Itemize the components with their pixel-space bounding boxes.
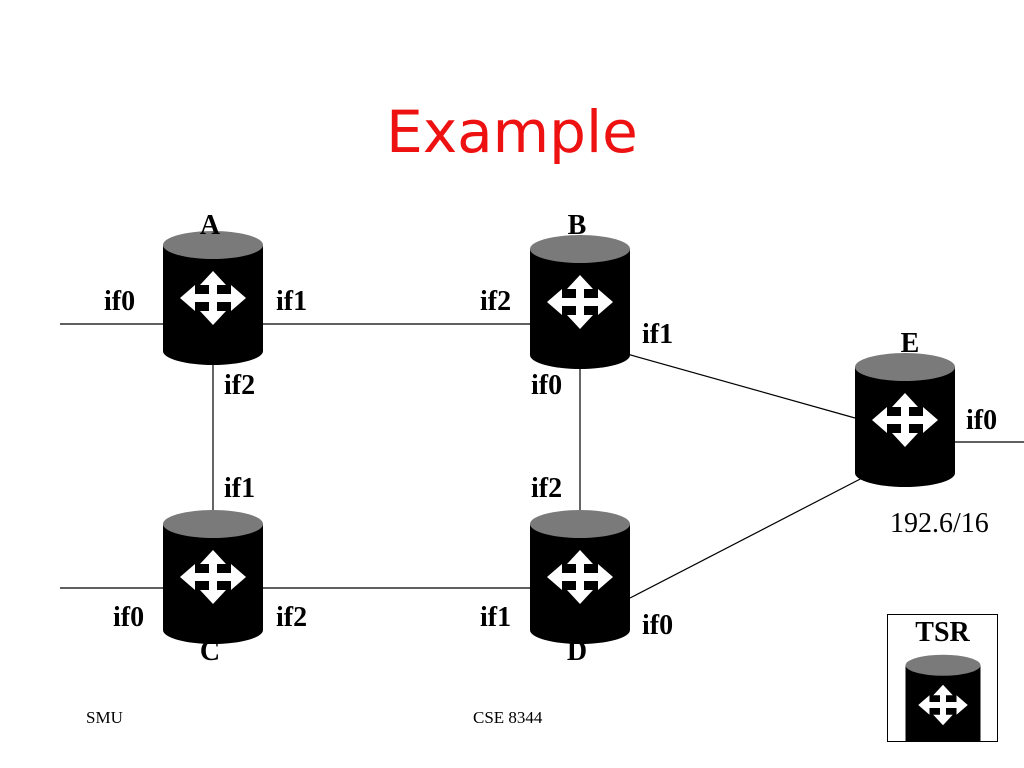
c-if1-label: if1 — [224, 473, 255, 504]
slide-title: Example — [386, 98, 638, 166]
b-if0-label: if0 — [531, 370, 562, 401]
a-if2-label: if2 — [224, 370, 255, 401]
link-d-e — [629, 474, 869, 599]
a-if1-label: if1 — [276, 286, 307, 317]
router-e-label: E — [901, 328, 920, 359]
router-d-label: D — [567, 636, 587, 667]
b-if1-label: if1 — [642, 319, 673, 350]
router-icon — [905, 654, 981, 741]
d-if0-label: if0 — [642, 610, 673, 641]
router-a-label: A — [200, 210, 221, 241]
footer-left: SMU — [86, 708, 123, 727]
legend-box: TSR — [887, 614, 998, 742]
router-d-icon — [530, 510, 630, 644]
legend-label: TSR — [915, 617, 970, 648]
e-if0-label: if0 — [966, 405, 997, 436]
a-if0-label: if0 — [104, 286, 135, 317]
router-c-label: C — [200, 636, 220, 667]
router-e-icon — [855, 353, 955, 487]
b-if2-label: if2 — [480, 286, 511, 317]
c-if0-label: if0 — [113, 602, 144, 633]
prefix-label: 192.6/16 — [890, 508, 989, 539]
d-if2-label: if2 — [531, 473, 562, 504]
router-b-label: B — [568, 210, 587, 241]
footer-center: CSE 8344 — [473, 708, 543, 727]
link-b-e — [619, 351, 856, 419]
router-a-icon — [163, 231, 263, 365]
c-if2-label: if2 — [276, 602, 307, 633]
d-if1-label: if1 — [480, 602, 511, 633]
router-c-icon — [163, 510, 263, 644]
router-b-icon — [530, 235, 630, 369]
